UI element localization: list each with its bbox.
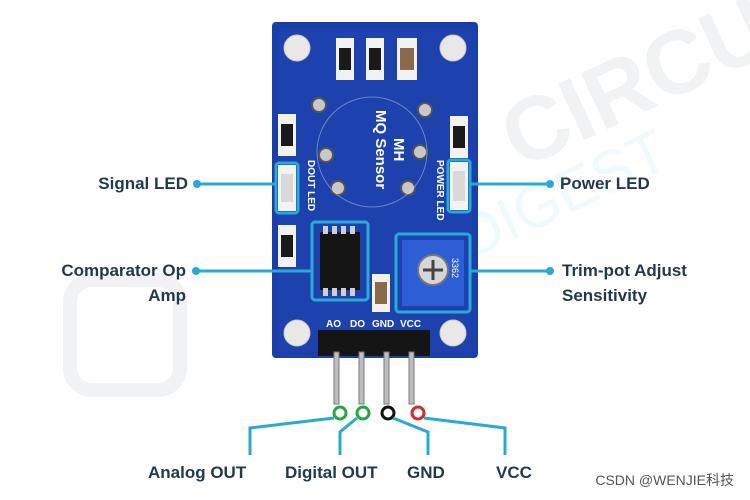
label-power-led: Power LED bbox=[560, 174, 650, 193]
callout-lines bbox=[192, 180, 554, 455]
board-title-mh: MH bbox=[390, 138, 407, 161]
pin-marker-analog bbox=[332, 405, 348, 421]
pin-gnd bbox=[383, 351, 390, 405]
pin-digital bbox=[358, 351, 365, 405]
board-dout-led-label: DOUT LED bbox=[305, 160, 316, 211]
power-led-component bbox=[446, 158, 472, 214]
sensor-board: MH MQ Sensor DOUT LED POWER LED bbox=[272, 22, 478, 358]
label-gnd: GND bbox=[407, 463, 445, 482]
smd-capacitor-small bbox=[372, 274, 390, 312]
trimpot-component: 3362 bbox=[394, 232, 472, 314]
label-analog-out: Analog OUT bbox=[148, 463, 247, 482]
label-comparator-line1: Comparator Op bbox=[61, 261, 186, 280]
pin-marker-gnd bbox=[380, 405, 396, 421]
sensor-socket-pads bbox=[311, 97, 433, 196]
smd-resistor-left-bottom bbox=[278, 225, 296, 267]
pin-header bbox=[318, 330, 430, 421]
signal-led-component bbox=[274, 161, 300, 215]
smd-capacitor-top-3 bbox=[397, 38, 417, 80]
board-title-mq: MQ Sensor bbox=[372, 110, 389, 189]
comparator-ic bbox=[310, 220, 370, 302]
smd-resistor-top-1 bbox=[336, 38, 354, 80]
pin-vcc bbox=[408, 351, 415, 405]
mount-hole-top-right bbox=[439, 34, 467, 62]
mount-hole-top-left bbox=[283, 34, 311, 62]
pin-marker-vcc bbox=[410, 405, 426, 421]
footer-credit: CSDN @WENJIE科技 bbox=[595, 472, 734, 488]
mount-hole-bottom-right bbox=[439, 319, 467, 347]
label-trimpot-line1: Trim-pot Adjust bbox=[562, 261, 687, 280]
label-vcc: VCC bbox=[496, 463, 532, 482]
sensor-socket-outline bbox=[316, 96, 428, 208]
label-digital-out: Digital OUT bbox=[285, 463, 378, 482]
board-pin-gnd: GND bbox=[372, 319, 394, 330]
mount-hole-bottom-left bbox=[283, 319, 311, 347]
smd-resistor-top-2 bbox=[366, 38, 384, 80]
label-signal-led: Signal LED bbox=[98, 174, 188, 193]
trimpot-code: 3362 bbox=[450, 258, 460, 278]
board-pin-do: DO bbox=[350, 319, 365, 330]
pin-marker-digital bbox=[355, 405, 371, 421]
board-pin-vcc: VCC bbox=[400, 319, 421, 330]
watermark-chip-icon bbox=[63, 273, 187, 397]
pin-analog bbox=[333, 351, 340, 405]
label-trimpot-line2: Sensitivity bbox=[562, 286, 648, 305]
board-power-led-label: POWER LED bbox=[434, 160, 445, 221]
board-pin-ao: AO bbox=[326, 319, 341, 330]
smd-resistor-right-top bbox=[450, 116, 468, 158]
label-comparator-line2: Amp bbox=[148, 286, 186, 305]
smd-resistor-left-top bbox=[278, 114, 296, 156]
